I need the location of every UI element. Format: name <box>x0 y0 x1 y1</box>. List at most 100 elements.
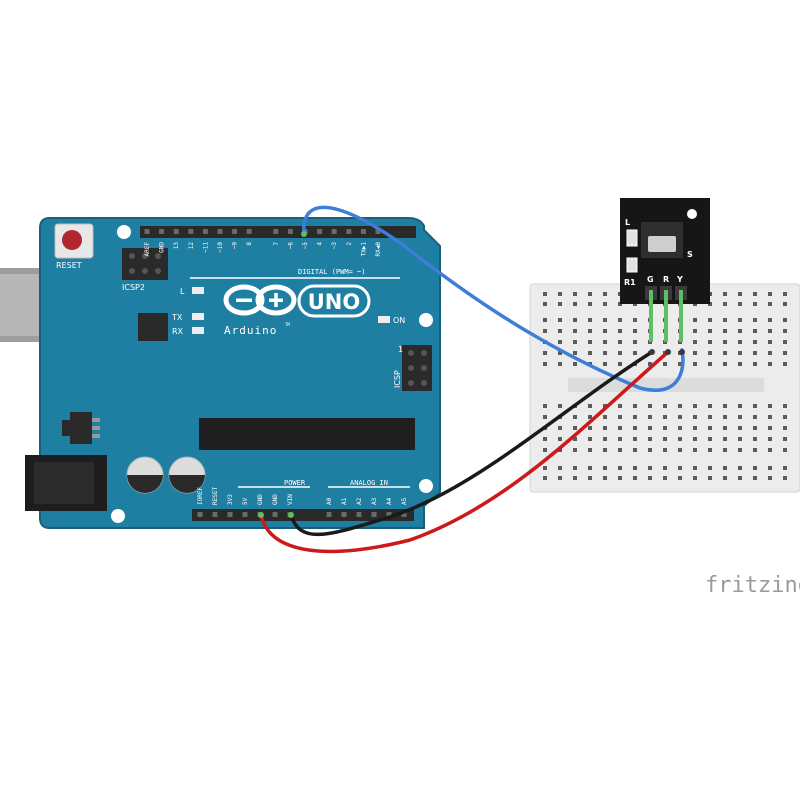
breadboard-hole[interactable] <box>603 437 607 441</box>
header-pin[interactable] <box>331 229 337 234</box>
breadboard-hole[interactable] <box>693 426 697 430</box>
breadboard-hole[interactable] <box>708 437 712 441</box>
breadboard-hole[interactable] <box>768 466 772 470</box>
breadboard-hole[interactable] <box>768 329 772 333</box>
breadboard-hole[interactable] <box>768 476 772 480</box>
breadboard-hole[interactable] <box>663 415 667 419</box>
breadboard-hole[interactable] <box>618 448 622 452</box>
breadboard-hole[interactable] <box>678 362 682 366</box>
breadboard-hole[interactable] <box>753 437 757 441</box>
breadboard-hole[interactable] <box>573 329 577 333</box>
breadboard-hole[interactable] <box>633 329 637 333</box>
breadboard-hole[interactable] <box>723 415 727 419</box>
breadboard-hole[interactable] <box>543 362 547 366</box>
breadboard-hole[interactable] <box>723 351 727 355</box>
breadboard-hole[interactable] <box>723 302 727 306</box>
breadboard-hole[interactable] <box>588 404 592 408</box>
breadboard-hole[interactable] <box>663 404 667 408</box>
breadboard-hole[interactable] <box>573 448 577 452</box>
breadboard-hole[interactable] <box>648 466 652 470</box>
breadboard-hole[interactable] <box>723 318 727 322</box>
breadboard-hole[interactable] <box>648 448 652 452</box>
breadboard-hole[interactable] <box>708 340 712 344</box>
breadboard-hole[interactable] <box>678 466 682 470</box>
breadboard-hole[interactable] <box>768 340 772 344</box>
breadboard-hole[interactable] <box>603 404 607 408</box>
breadboard-hole[interactable] <box>753 362 757 366</box>
breadboard-hole[interactable] <box>588 329 592 333</box>
breadboard-hole[interactable] <box>723 292 727 296</box>
breadboard-hole[interactable] <box>618 362 622 366</box>
breadboard-hole[interactable] <box>543 351 547 355</box>
breadboard-hole[interactable] <box>708 362 712 366</box>
breadboard-hole[interactable] <box>603 415 607 419</box>
breadboard-hole[interactable] <box>558 426 562 430</box>
breadboard-hole[interactable] <box>753 292 757 296</box>
breadboard-hole[interactable] <box>783 302 787 306</box>
breadboard-hole[interactable] <box>573 351 577 355</box>
header-pin[interactable] <box>326 512 332 517</box>
breadboard-hole[interactable] <box>678 415 682 419</box>
breadboard-hole[interactable] <box>618 404 622 408</box>
breadboard-hole[interactable] <box>753 415 757 419</box>
breadboard-hole[interactable] <box>708 476 712 480</box>
breadboard-hole[interactable] <box>783 437 787 441</box>
breadboard-hole[interactable] <box>543 302 547 306</box>
breadboard-hole[interactable] <box>588 415 592 419</box>
breadboard-hole[interactable] <box>543 448 547 452</box>
breadboard-hole[interactable] <box>678 404 682 408</box>
breadboard-hole[interactable] <box>618 426 622 430</box>
breadboard-hole[interactable] <box>738 426 742 430</box>
breadboard-hole[interactable] <box>588 340 592 344</box>
breadboard-hole[interactable] <box>618 437 622 441</box>
breadboard-hole[interactable] <box>783 292 787 296</box>
breadboard-hole[interactable] <box>588 426 592 430</box>
breadboard-hole[interactable] <box>558 292 562 296</box>
breadboard-hole[interactable] <box>558 302 562 306</box>
breadboard-hole[interactable] <box>648 415 652 419</box>
breadboard-hole[interactable] <box>633 415 637 419</box>
breadboard-hole[interactable] <box>708 426 712 430</box>
breadboard-hole[interactable] <box>768 415 772 419</box>
breadboard-hole[interactable] <box>573 362 577 366</box>
header-pin[interactable] <box>401 512 407 517</box>
header-pin[interactable] <box>346 229 352 234</box>
breadboard-hole[interactable] <box>648 437 652 441</box>
breadboard-hole[interactable] <box>603 476 607 480</box>
breadboard-hole[interactable] <box>768 351 772 355</box>
breadboard-hole[interactable] <box>768 318 772 322</box>
breadboard-hole[interactable] <box>738 351 742 355</box>
breadboard-hole[interactable] <box>558 340 562 344</box>
breadboard-hole[interactable] <box>723 448 727 452</box>
breadboard-hole[interactable] <box>618 466 622 470</box>
breadboard-hole[interactable] <box>738 318 742 322</box>
header-pin[interactable] <box>287 229 293 234</box>
breadboard-hole[interactable] <box>558 448 562 452</box>
breadboard-hole[interactable] <box>573 292 577 296</box>
breadboard-hole[interactable] <box>573 415 577 419</box>
breadboard-hole[interactable] <box>738 448 742 452</box>
breadboard-hole[interactable] <box>633 466 637 470</box>
breadboard-hole[interactable] <box>648 476 652 480</box>
breadboard-hole[interactable] <box>573 466 577 470</box>
breadboard-hole[interactable] <box>633 448 637 452</box>
header-pin[interactable] <box>386 512 392 517</box>
breadboard-hole[interactable] <box>633 437 637 441</box>
header-pin[interactable] <box>272 512 278 517</box>
breadboard-hole[interactable] <box>753 448 757 452</box>
breadboard-hole[interactable] <box>633 318 637 322</box>
breadboard-hole[interactable] <box>663 362 667 366</box>
breadboard-hole[interactable] <box>663 476 667 480</box>
header-pin[interactable] <box>217 229 223 234</box>
breadboard-hole[interactable] <box>603 448 607 452</box>
breadboard-hole[interactable] <box>693 329 697 333</box>
breadboard-hole[interactable] <box>708 466 712 470</box>
breadboard-hole[interactable] <box>543 318 547 322</box>
breadboard-hole[interactable] <box>693 415 697 419</box>
breadboard-hole[interactable] <box>588 302 592 306</box>
breadboard-hole[interactable] <box>618 329 622 333</box>
breadboard-hole[interactable] <box>633 476 637 480</box>
header-pin[interactable] <box>227 512 233 517</box>
breadboard-hole[interactable] <box>708 415 712 419</box>
breadboard-hole[interactable] <box>558 362 562 366</box>
